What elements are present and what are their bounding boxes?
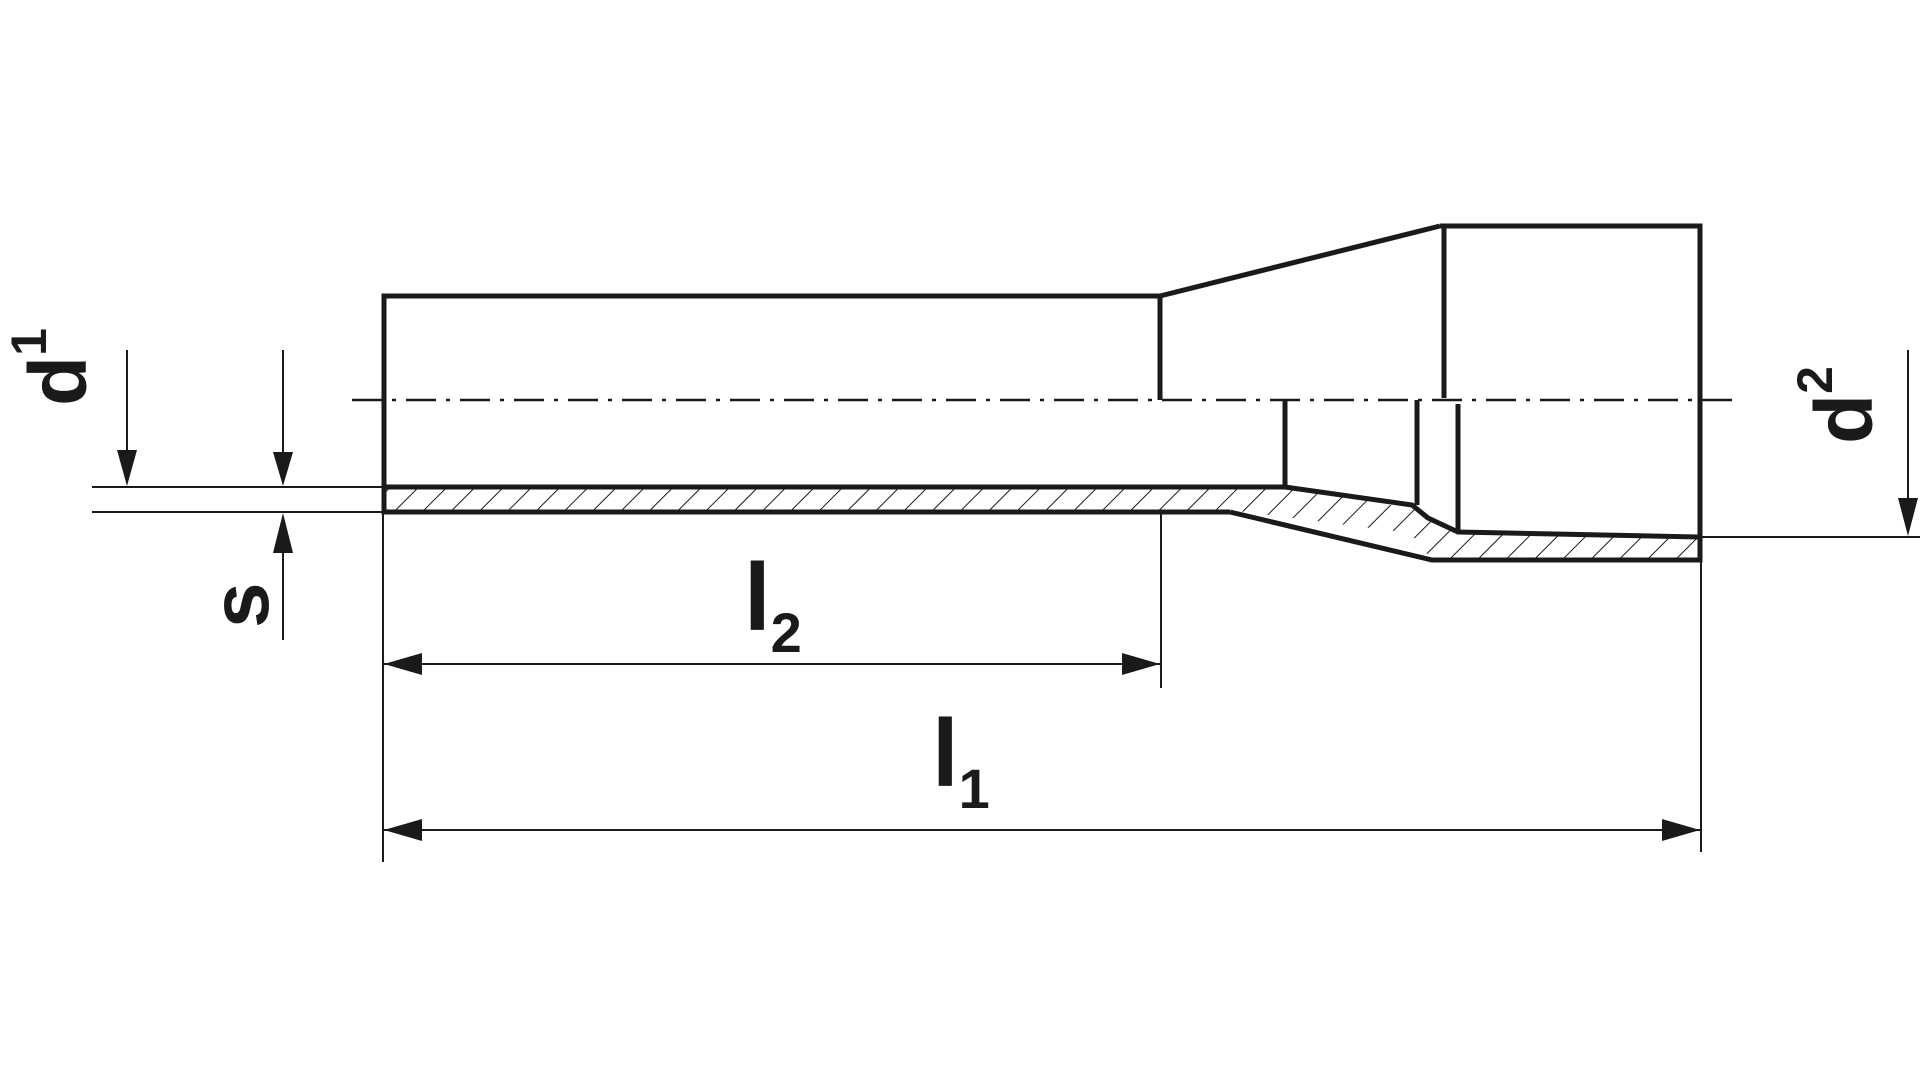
dimension-l2: l2 [384, 544, 1160, 675]
d1-label: d1 [1, 328, 104, 406]
d2-label: d2 [1787, 366, 1890, 444]
dimension-l1: l1 [384, 700, 1700, 841]
ferrule-outline [381, 223, 1703, 563]
dimension-s: s [195, 350, 293, 640]
s-label: s [195, 582, 286, 628]
dimension-d2: d2 [1700, 350, 1920, 538]
inner-bore-step [384, 484, 1699, 540]
cone-top-edge [1159, 223, 1441, 299]
l2-label: l2 [744, 544, 802, 664]
wall-section-hatching [384, 487, 1698, 560]
dimension-d1: d1 [1, 328, 137, 486]
narrow-tube-outline [381, 293, 1230, 515]
l1-label: l1 [932, 700, 990, 820]
